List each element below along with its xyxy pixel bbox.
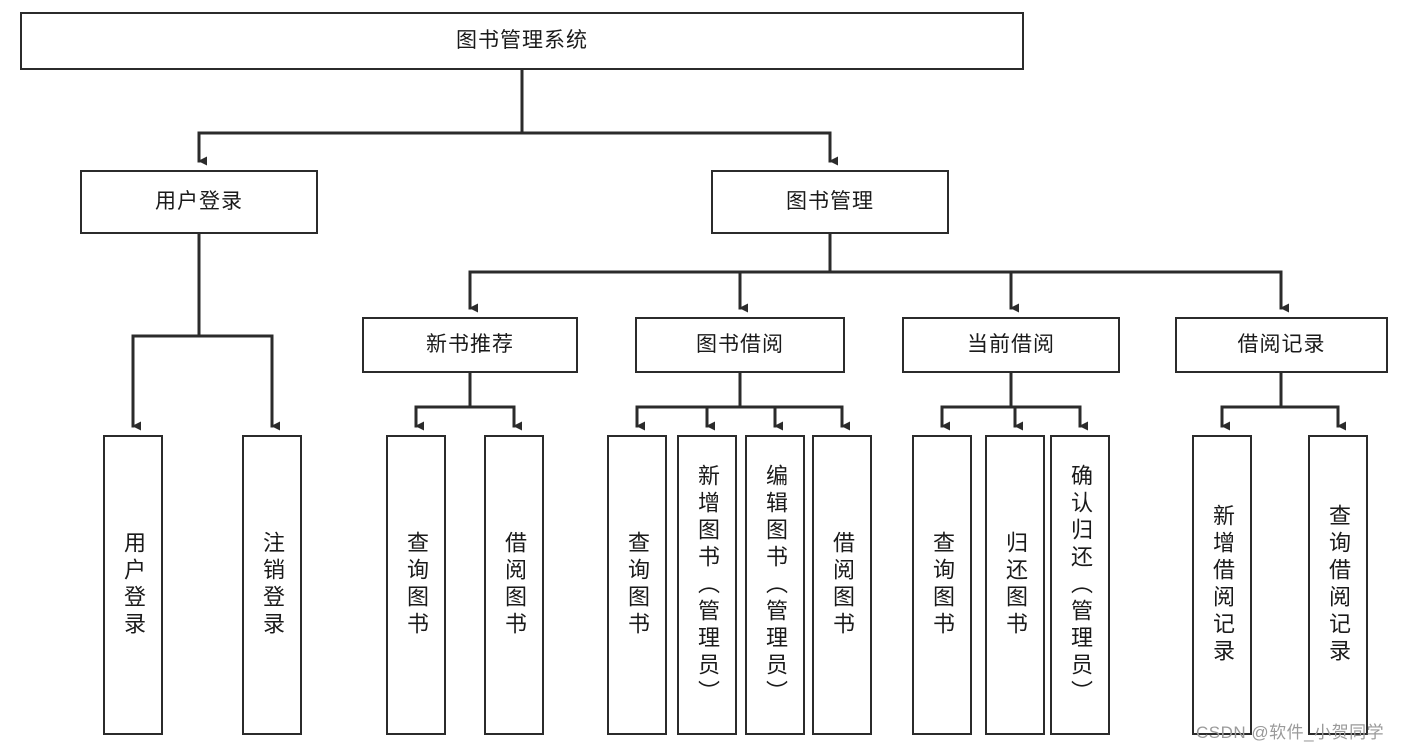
- node-borrow-record[interactable]: 借阅记录: [1175, 317, 1388, 373]
- node-leaf-user-login[interactable]: 用户登录: [103, 435, 163, 735]
- node-user-login-label: 用户登录: [155, 190, 243, 214]
- node-new-book-recommend[interactable]: 新书推荐: [362, 317, 578, 373]
- node-leaf-return-book-label: 归还图书: [1003, 531, 1028, 639]
- node-leaf-logout[interactable]: 注销登录: [242, 435, 302, 735]
- node-leaf-borrow-book-label: 借阅图书: [830, 531, 855, 639]
- node-book-management-label: 图书管理: [786, 190, 874, 214]
- node-current-borrow-label: 当前借阅: [967, 333, 1055, 357]
- node-leaf-query-book-new-label: 查询图书: [404, 531, 429, 639]
- node-leaf-borrow-book-new[interactable]: 借阅图书: [484, 435, 544, 735]
- node-leaf-edit-book-label: 编辑图书（管理员）: [763, 463, 788, 707]
- node-borrow-record-label: 借阅记录: [1237, 333, 1326, 357]
- node-root-label: 图书管理系统: [456, 29, 588, 53]
- node-leaf-confirm-return[interactable]: 确认归还（管理员）: [1050, 435, 1110, 735]
- csdn-watermark: CSDN @软件_小贺同学: [1196, 723, 1385, 742]
- node-leaf-logout-label: 注销登录: [260, 531, 285, 639]
- node-root[interactable]: 图书管理系统: [20, 12, 1024, 70]
- node-leaf-return-book[interactable]: 归还图书: [985, 435, 1045, 735]
- node-leaf-query-record[interactable]: 查询借阅记录: [1308, 435, 1368, 735]
- node-leaf-borrow-book[interactable]: 借阅图书: [812, 435, 872, 735]
- node-leaf-query-book-new[interactable]: 查询图书: [386, 435, 446, 735]
- node-leaf-query-book-borrow-label: 查询图书: [625, 531, 650, 639]
- node-leaf-add-record-label: 新增借阅记录: [1210, 504, 1235, 666]
- node-current-borrow[interactable]: 当前借阅: [902, 317, 1120, 373]
- node-leaf-user-login-label: 用户登录: [121, 531, 146, 639]
- node-leaf-borrow-book-new-label: 借阅图书: [502, 531, 527, 639]
- node-book-borrow-label: 图书借阅: [696, 333, 784, 357]
- node-leaf-add-book-label: 新增图书（管理员）: [695, 463, 720, 707]
- node-user-login[interactable]: 用户登录: [80, 170, 318, 234]
- node-book-management[interactable]: 图书管理: [711, 170, 949, 234]
- node-leaf-query-book-current-label: 查询图书: [930, 531, 955, 639]
- node-leaf-confirm-return-label: 确认归还（管理员）: [1068, 463, 1093, 707]
- node-leaf-edit-book[interactable]: 编辑图书（管理员）: [745, 435, 805, 735]
- node-new-book-recommend-label: 新书推荐: [426, 333, 514, 357]
- node-leaf-add-book[interactable]: 新增图书（管理员）: [677, 435, 737, 735]
- node-leaf-add-record[interactable]: 新增借阅记录: [1192, 435, 1252, 735]
- node-leaf-query-book-borrow[interactable]: 查询图书: [607, 435, 667, 735]
- node-leaf-query-book-current[interactable]: 查询图书: [912, 435, 972, 735]
- node-book-borrow[interactable]: 图书借阅: [635, 317, 845, 373]
- node-leaf-query-record-label: 查询借阅记录: [1326, 504, 1351, 666]
